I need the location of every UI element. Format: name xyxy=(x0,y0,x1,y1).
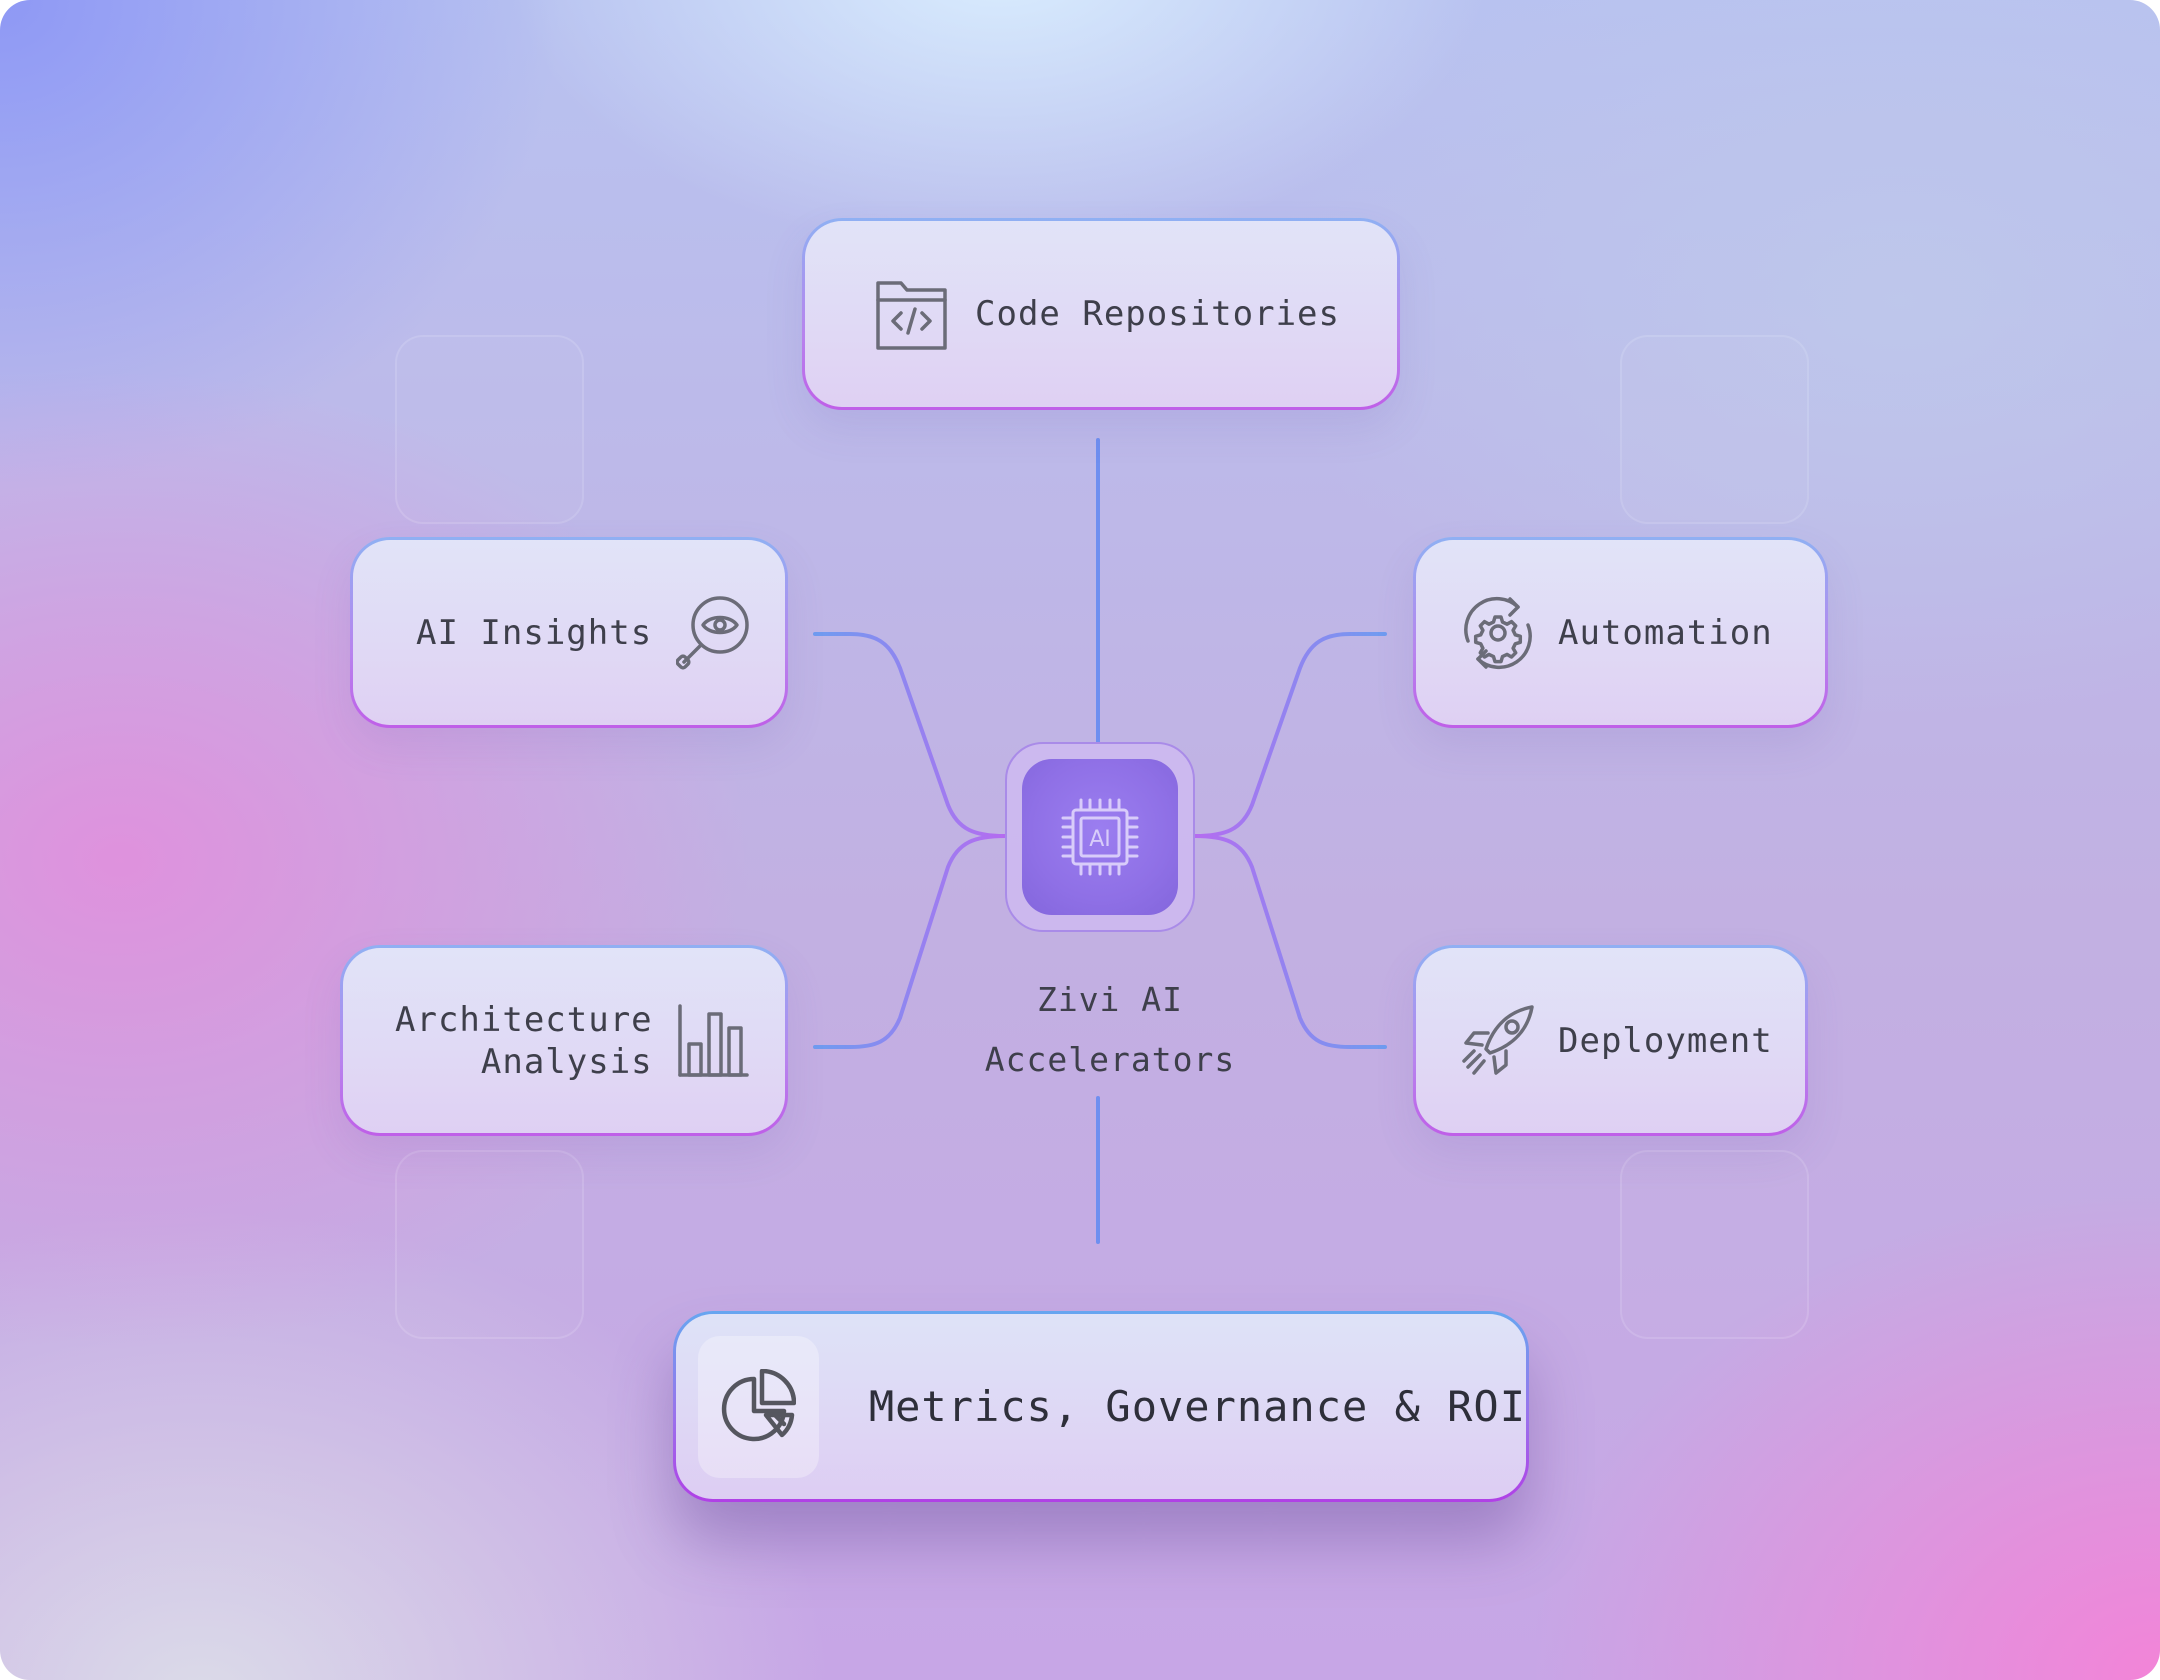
node-metrics-governance-roi[interactable]: Metrics, Governance & ROI xyxy=(673,1311,1529,1502)
hub-chip: AI xyxy=(1022,759,1178,915)
hub-node[interactable]: AI xyxy=(1005,742,1195,932)
node-label: Automation xyxy=(1558,612,1773,653)
node-label: Metrics, Governance & ROI xyxy=(868,1382,1526,1431)
background-ghost-card xyxy=(1620,1150,1809,1339)
connector-automation xyxy=(1193,632,1387,838)
node-label: Deployment xyxy=(1558,1020,1773,1061)
background-ghost-card xyxy=(395,335,584,524)
background-ghost-card xyxy=(395,1150,584,1339)
metrics-icon-tile xyxy=(698,1335,819,1478)
node-label-line: Analysis xyxy=(480,1041,653,1082)
node-architecture-analysis[interactable]: Architecture Analysis xyxy=(340,945,788,1136)
pie-chart-icon xyxy=(720,1368,797,1445)
ai-chip-icon: AI xyxy=(1061,798,1139,876)
rocket-icon xyxy=(1460,1003,1536,1079)
node-label: Architecture Analysis xyxy=(395,999,653,1083)
ai-chip-text: AI xyxy=(1089,827,1111,852)
node-deployment[interactable]: Deployment xyxy=(1413,945,1808,1136)
hub-label-line: Zivi AI xyxy=(1036,980,1184,1019)
bar-chart-icon xyxy=(677,1003,749,1078)
gear-refresh-icon xyxy=(1460,595,1536,671)
hub-label: Zivi AI Accelerators xyxy=(960,970,1260,1090)
node-automation[interactable]: Automation xyxy=(1413,537,1828,728)
eye-magnifier-icon xyxy=(676,595,750,671)
node-label: Code Repositories xyxy=(975,294,1340,334)
connector-insights xyxy=(813,632,1007,838)
background-ghost-card xyxy=(1620,335,1809,524)
node-label: AI Insights xyxy=(416,612,653,653)
node-code-repositories[interactable]: Code Repositories xyxy=(802,218,1400,410)
code-folder-icon xyxy=(875,277,949,351)
node-ai-insights[interactable]: AI Insights xyxy=(350,537,788,728)
hub-label-line: Accelerators xyxy=(984,1040,1236,1079)
node-label-line: Architecture xyxy=(395,999,653,1040)
